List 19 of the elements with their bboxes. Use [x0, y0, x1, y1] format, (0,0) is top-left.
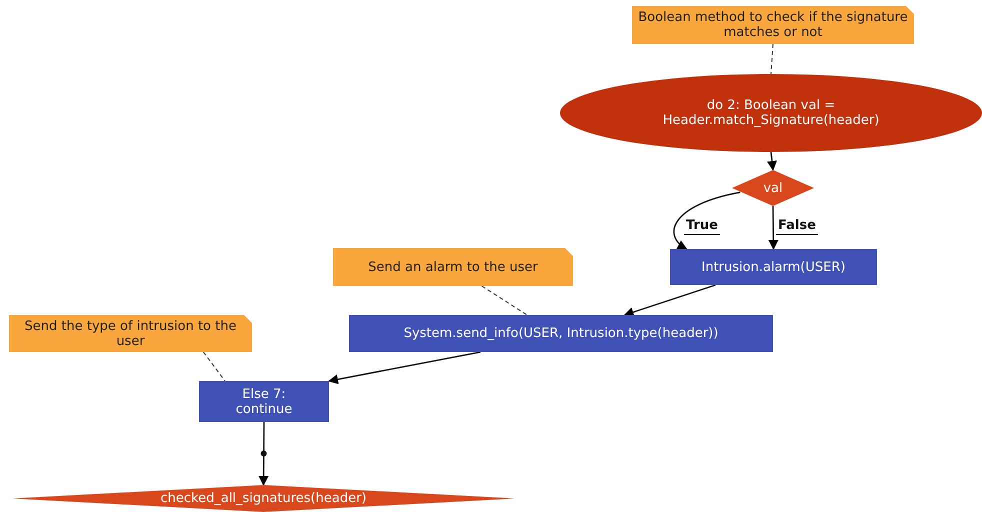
start-ellipse — [560, 74, 982, 152]
decision-diamond — [732, 170, 814, 206]
process-box — [199, 381, 329, 422]
note-box — [9, 315, 252, 352]
edge-label: True — [684, 218, 720, 235]
node-text: Else 7: continue — [234, 386, 294, 416]
process-box — [670, 249, 877, 285]
node-text: Send an alarm to the user — [368, 260, 538, 274]
node-text: val — [763, 180, 783, 196]
node-text: Intrusion.alarm(USER) — [702, 260, 846, 274]
note-box — [632, 6, 914, 44]
note-box — [333, 248, 573, 286]
node-text: do 2: Boolean val = Header.match_Signature(header) — [662, 98, 880, 128]
process-box — [349, 315, 773, 352]
node-text: Send the type of intrusion to the user — [24, 318, 238, 348]
node-text: System.send_info(USER, Intrusion.type(header)) — [404, 326, 718, 341]
node-text: checked_all_signatures(header) — [160, 491, 366, 506]
edge-label: False — [776, 218, 818, 235]
node-text: Boolean method to check if the signature matches or not — [638, 10, 908, 40]
